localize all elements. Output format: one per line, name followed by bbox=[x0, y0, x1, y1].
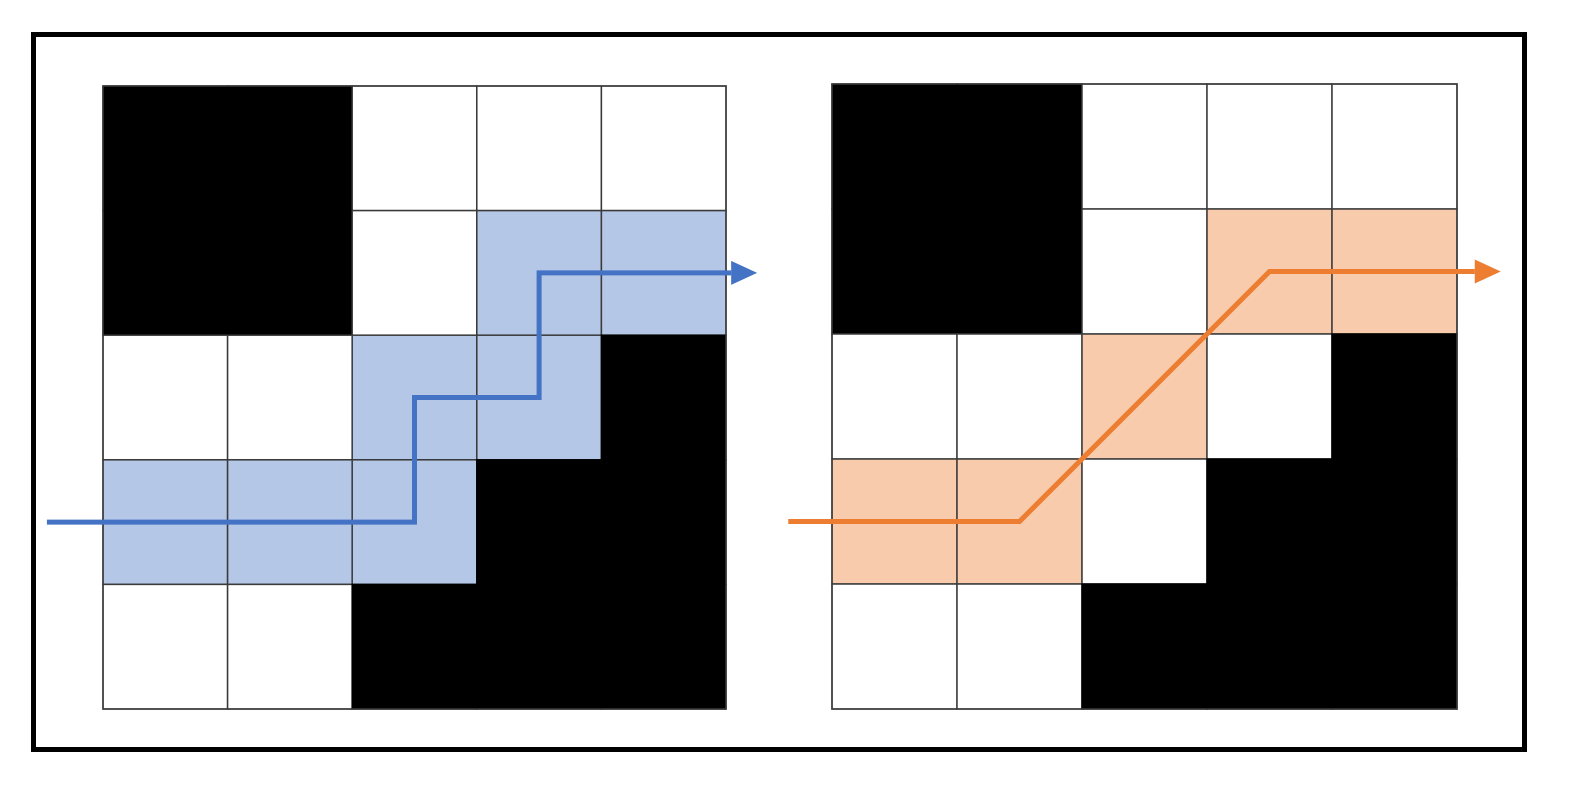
grid-border bbox=[102, 85, 727, 710]
free-cell-r0-c2 bbox=[351, 85, 478, 212]
obstacle-cell-r4-c3 bbox=[1206, 583, 1333, 710]
free-cell-r4-c1 bbox=[956, 583, 1083, 710]
path-line-8-connected bbox=[788, 269, 1475, 524]
free-cell-r0-c3 bbox=[1206, 83, 1333, 210]
panel-right-8-connected bbox=[788, 83, 1501, 710]
free-cell-r3-c2 bbox=[1081, 458, 1208, 585]
free-cell-r4-c0 bbox=[102, 583, 229, 710]
obstacle-cell-r3-c3 bbox=[1206, 458, 1333, 585]
arrowhead-icon bbox=[1474, 259, 1501, 284]
obstacle-cell-r4-c2 bbox=[351, 583, 478, 710]
free-cell-r2-c1 bbox=[956, 333, 1083, 460]
obstacle-cell-r3-c4 bbox=[600, 459, 727, 586]
obstacle-cell-r1-c1 bbox=[226, 209, 353, 336]
obstacle-cell-r4-c4 bbox=[1331, 583, 1458, 710]
free-cell-r1-c2 bbox=[1081, 208, 1208, 335]
free-cell-r0-c2 bbox=[1081, 83, 1208, 210]
free-cell-r0-c4 bbox=[1331, 83, 1458, 210]
obstacle-cell-r1-c1 bbox=[956, 208, 1083, 335]
free-cell-r1-c2 bbox=[351, 209, 478, 336]
obstacle-cell-r3-c3 bbox=[476, 459, 603, 586]
free-cell-r0-c4 bbox=[600, 85, 727, 212]
grid-border bbox=[831, 83, 1458, 710]
free-cell-r2-c0 bbox=[831, 333, 958, 460]
obstacle-cell-r0-c0 bbox=[831, 83, 958, 210]
obstacle-cell-r2-c4 bbox=[600, 334, 727, 461]
obstacle-cell-r0-c1 bbox=[956, 83, 1083, 210]
path-line-4-connected bbox=[46, 270, 732, 525]
obstacle-cell-r0-c1 bbox=[226, 85, 353, 212]
free-cell-r4-c1 bbox=[226, 583, 353, 710]
obstacle-cell-r4-c2 bbox=[1081, 583, 1208, 710]
obstacle-cell-r3-c4 bbox=[1331, 458, 1458, 585]
obstacle-cell-r4-c3 bbox=[476, 583, 603, 710]
obstacle-cell-r4-c4 bbox=[600, 583, 727, 710]
free-cell-r4-c0 bbox=[831, 583, 958, 710]
arrowhead-icon bbox=[731, 260, 758, 285]
obstacle-cell-r1-c0 bbox=[831, 208, 958, 335]
obstacle-cell-r1-c0 bbox=[102, 209, 229, 336]
panel-left-4-connected bbox=[46, 85, 758, 710]
free-cell-r2-c1 bbox=[226, 334, 353, 461]
obstacle-cell-r0-c0 bbox=[102, 85, 229, 212]
obstacle-cell-r2-c4 bbox=[1331, 333, 1458, 460]
free-cell-r2-c3 bbox=[1206, 333, 1333, 460]
free-cell-r2-c0 bbox=[102, 334, 229, 461]
free-cell-r0-c3 bbox=[476, 85, 603, 212]
